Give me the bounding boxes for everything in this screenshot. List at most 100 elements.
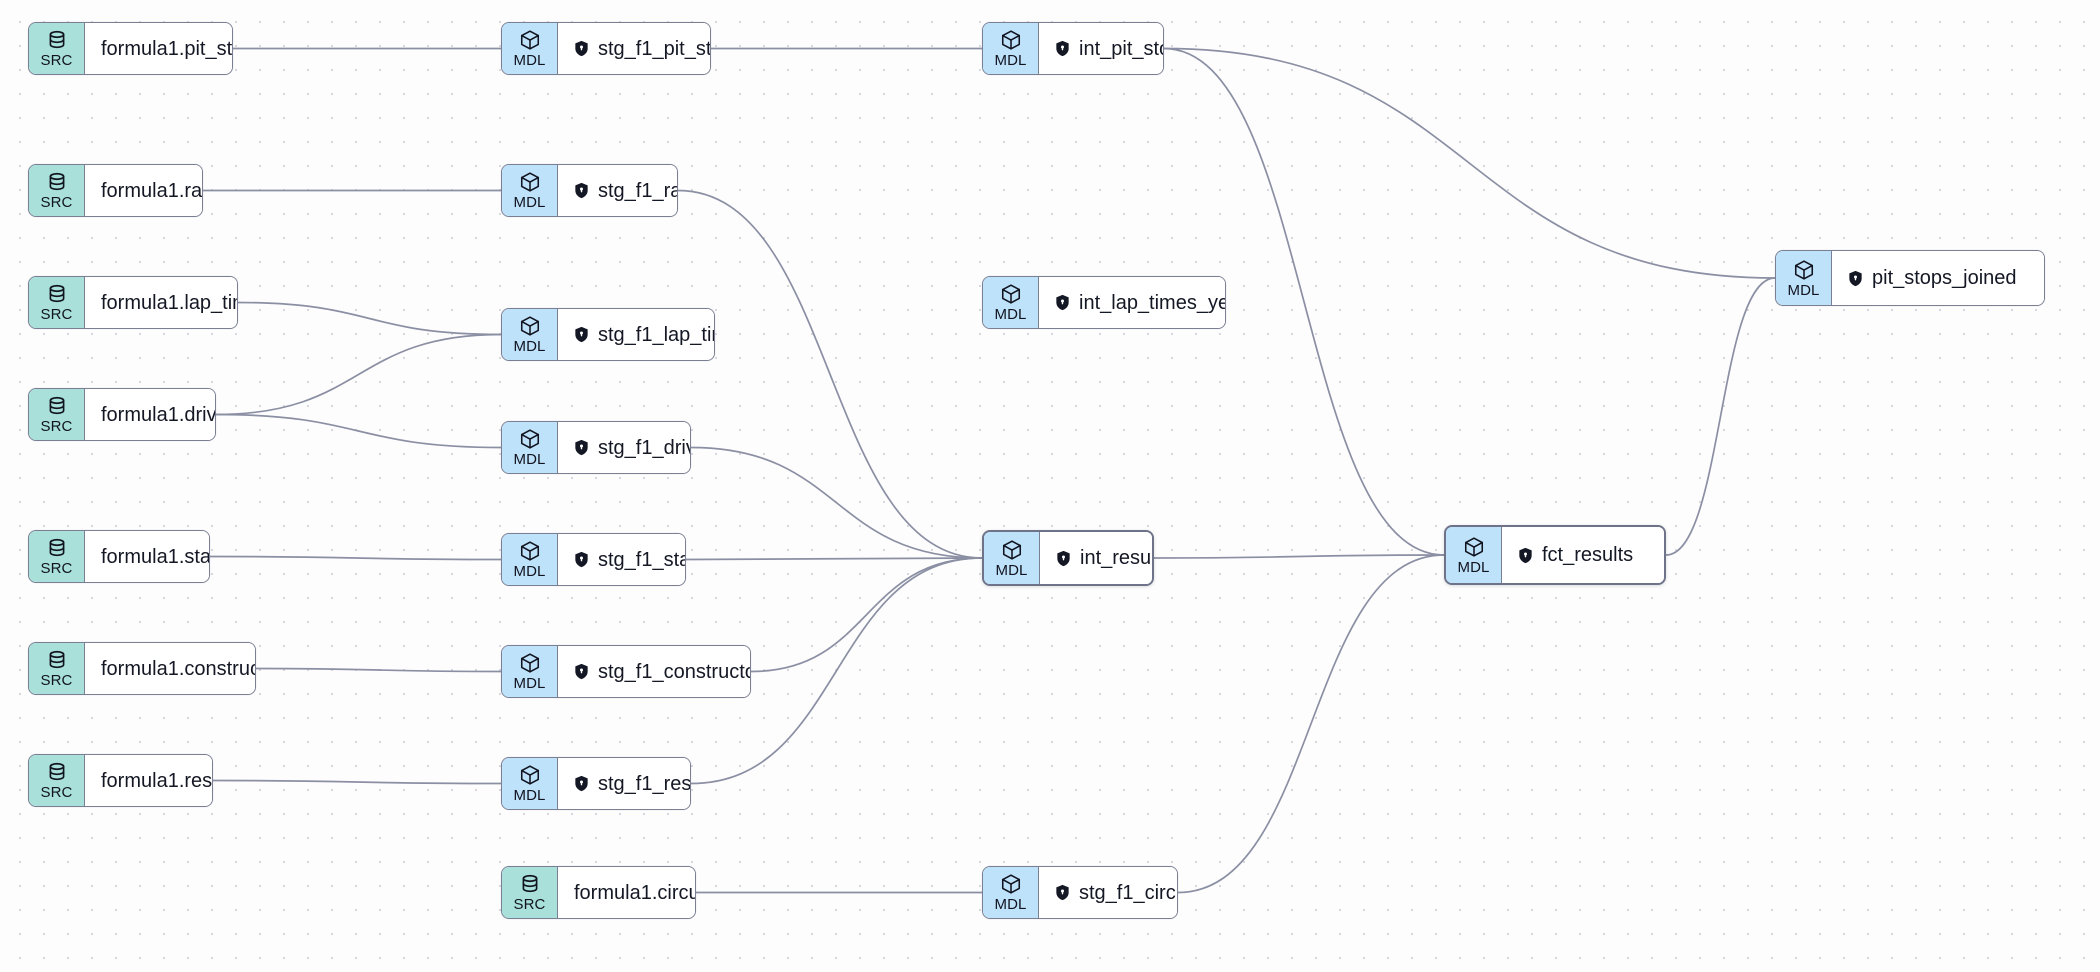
badge-label: MDL [994, 306, 1027, 323]
graph-node-src_circuits[interactable]: SRC formula1.circuits [501, 866, 696, 919]
graph-node-pit_stops_joined[interactable]: MDL pit_stops_joined [1775, 250, 2045, 306]
shield-icon [1055, 40, 1070, 57]
source-badge: SRC [29, 23, 85, 74]
database-icon [46, 761, 68, 783]
badge-label: SRC [513, 896, 546, 913]
shield-icon [1055, 294, 1070, 311]
shield-icon [574, 663, 589, 680]
badge-label: MDL [513, 194, 546, 211]
model-badge: MDL [502, 165, 558, 216]
model-badge: MDL [1446, 527, 1502, 583]
node-label: formula1.drivers [101, 403, 216, 426]
shield-icon [574, 182, 589, 199]
graph-node-src_constructors[interactable]: SRC formula1.constructors [28, 642, 256, 695]
cube-icon [519, 652, 541, 674]
badge-label: SRC [40, 560, 73, 577]
badge-label: MDL [995, 561, 1028, 579]
shield-icon [574, 775, 589, 792]
node-label: stg_f1_circuits [1079, 881, 1177, 904]
model-badge: MDL [502, 646, 558, 697]
edge-src_results-to-stg_results [212, 779, 502, 785]
node-label: stg_f1_races [598, 179, 677, 202]
node-body: fct_results [1502, 527, 1664, 583]
node-body: stg_f1_lap_times [558, 309, 714, 360]
node-label: stg_f1_constructors [598, 660, 750, 683]
node-body: stg_f1_circuits [1039, 867, 1177, 918]
database-icon [46, 29, 68, 51]
node-label: stg_f1_status [598, 548, 685, 571]
badge-label: SRC [40, 194, 73, 211]
node-body: stg_f1_pit_stops [558, 23, 710, 74]
badge-label: SRC [40, 52, 73, 69]
model-badge: MDL [984, 532, 1040, 584]
node-body: stg_f1_races [558, 165, 677, 216]
source-badge: SRC [29, 643, 85, 694]
node-label: stg_f1_results [598, 772, 691, 795]
edge-stg_drivers-to-int_results [690, 446, 983, 559]
database-icon [519, 873, 541, 895]
node-body: stg_f1_constructors [558, 646, 750, 697]
graph-node-stg_races[interactable]: MDL stg_f1_races [501, 164, 678, 217]
node-label: stg_f1_drivers [598, 436, 690, 459]
shield-icon [1056, 550, 1071, 567]
graph-node-stg_status[interactable]: MDL stg_f1_status [501, 533, 686, 586]
graph-node-src_drivers[interactable]: SRC formula1.drivers [28, 388, 216, 441]
node-label: formula1.lap_times [101, 291, 237, 314]
edge-int_pit_stops-to-pit_stops_joined [1163, 47, 1776, 279]
cube-icon [519, 540, 541, 562]
badge-label: MDL [994, 896, 1027, 913]
badge-label: MDL [994, 52, 1027, 69]
cube-icon [1000, 873, 1022, 895]
graph-node-src_pit_stops[interactable]: SRC formula1.pit_stops [28, 22, 233, 75]
cube-icon [1000, 29, 1022, 51]
node-label: formula1.constructors [101, 657, 255, 680]
node-body: pit_stops_joined [1832, 251, 2044, 305]
model-badge: MDL [983, 867, 1039, 918]
graph-node-int_lap_times_y[interactable]: MDL int_lap_times_years [982, 276, 1226, 329]
node-label: formula1.pit_stops [101, 37, 233, 60]
edge-src_drivers-to-stg_lap_times [215, 333, 502, 416]
database-icon [46, 395, 68, 417]
badge-label: MDL [513, 563, 546, 580]
edge-stg_constructors-to-int_results [750, 557, 983, 673]
badge-label: MDL [513, 451, 546, 468]
model-badge: MDL [502, 23, 558, 74]
graph-node-fct_results[interactable]: MDL fct_results [1444, 525, 1666, 585]
node-body: stg_f1_drivers [558, 422, 690, 473]
source-badge: SRC [29, 389, 85, 440]
graph-node-src_status[interactable]: SRC formula1.status [28, 530, 210, 583]
model-badge: MDL [1776, 251, 1832, 305]
graph-node-stg_circuits[interactable]: MDL stg_f1_circuits [982, 866, 1178, 919]
badge-label: MDL [1787, 281, 1820, 299]
edge-src_drivers-to-stg_drivers [215, 413, 502, 449]
node-body: stg_f1_results [558, 758, 691, 809]
database-icon [46, 171, 68, 193]
badge-label: SRC [40, 672, 73, 689]
model-badge: MDL [502, 309, 558, 360]
badge-label: MDL [513, 675, 546, 692]
edge-src_lap_times-to-stg_lap_times [237, 301, 502, 336]
node-label: int_lap_times_years [1079, 291, 1225, 314]
node-label: formula1.circuits [574, 881, 695, 904]
model-badge: MDL [502, 534, 558, 585]
source-badge: SRC [29, 531, 85, 582]
node-label: formula1.status [101, 545, 210, 568]
graph-node-stg_drivers[interactable]: MDL stg_f1_drivers [501, 421, 691, 474]
shield-icon [574, 40, 589, 57]
cube-icon [1001, 539, 1023, 561]
edge-src_constructors-to-stg_constructors [255, 667, 502, 673]
node-label: fct_results [1542, 544, 1634, 566]
badge-label: MDL [513, 338, 546, 355]
model-badge: MDL [983, 277, 1039, 328]
graph-node-stg_lap_times[interactable]: MDL stg_f1_lap_times [501, 308, 715, 361]
graph-node-stg_constructors[interactable]: MDL stg_f1_constructors [501, 645, 751, 698]
database-icon [46, 537, 68, 559]
